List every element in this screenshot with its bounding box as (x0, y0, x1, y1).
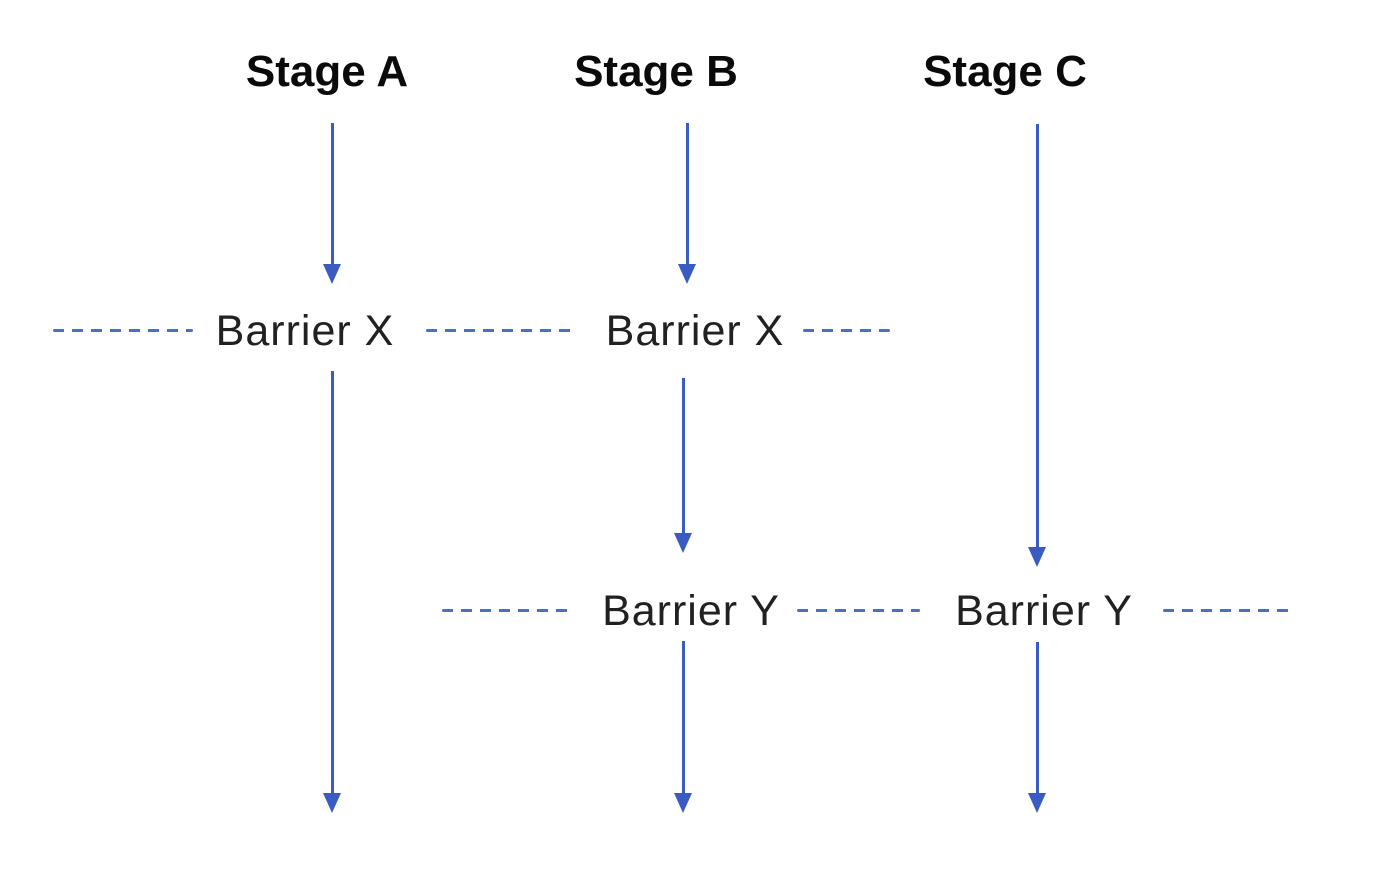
barrier-y-label-stage-c: Barrier Y (955, 587, 1133, 635)
stage-a-arrow-top (323, 123, 341, 284)
barrier-y-dash-right (1163, 609, 1293, 612)
stage-b-title: Stage B (574, 47, 738, 96)
arrow-head-icon (674, 793, 692, 813)
barrier-y-label-stage-b: Barrier Y (602, 587, 780, 635)
stage-a-title: Stage A (245, 47, 409, 96)
arrow-shaft (681, 378, 685, 541)
arrow-shaft (330, 123, 334, 272)
barrier-x-dash-left (53, 329, 193, 332)
stage-a-arrow-bottom (323, 371, 341, 813)
arrow-shaft (681, 641, 685, 801)
stage-c-arrow-bottom (1028, 642, 1046, 813)
arrow-head-icon (1028, 793, 1046, 813)
arrow-head-icon (323, 264, 341, 284)
stage-b-arrow-bottom (674, 641, 692, 813)
barrier-x-label-stage-a: Barrier X (215, 307, 395, 355)
arrow-shaft (1035, 642, 1039, 801)
stage-b-arrow-middle (674, 378, 692, 553)
arrow-head-icon (1028, 547, 1046, 567)
barrier-x-dash-middle (426, 329, 577, 332)
arrow-head-icon (323, 793, 341, 813)
arrow-shaft (330, 371, 334, 801)
stage-c-arrow-top (1028, 124, 1046, 567)
barrier-y-dash-left (442, 609, 574, 612)
arrow-shaft (1035, 124, 1039, 555)
arrow-shaft (685, 123, 689, 272)
barrier-y-dash-middle (797, 609, 920, 612)
arrow-head-icon (678, 264, 696, 284)
barrier-x-label-stage-b: Barrier X (605, 307, 785, 355)
stage-c-title: Stage C (923, 47, 1087, 96)
arrow-head-icon (674, 533, 692, 553)
barrier-x-dash-right (803, 329, 890, 332)
stage-b-arrow-top (678, 123, 696, 284)
